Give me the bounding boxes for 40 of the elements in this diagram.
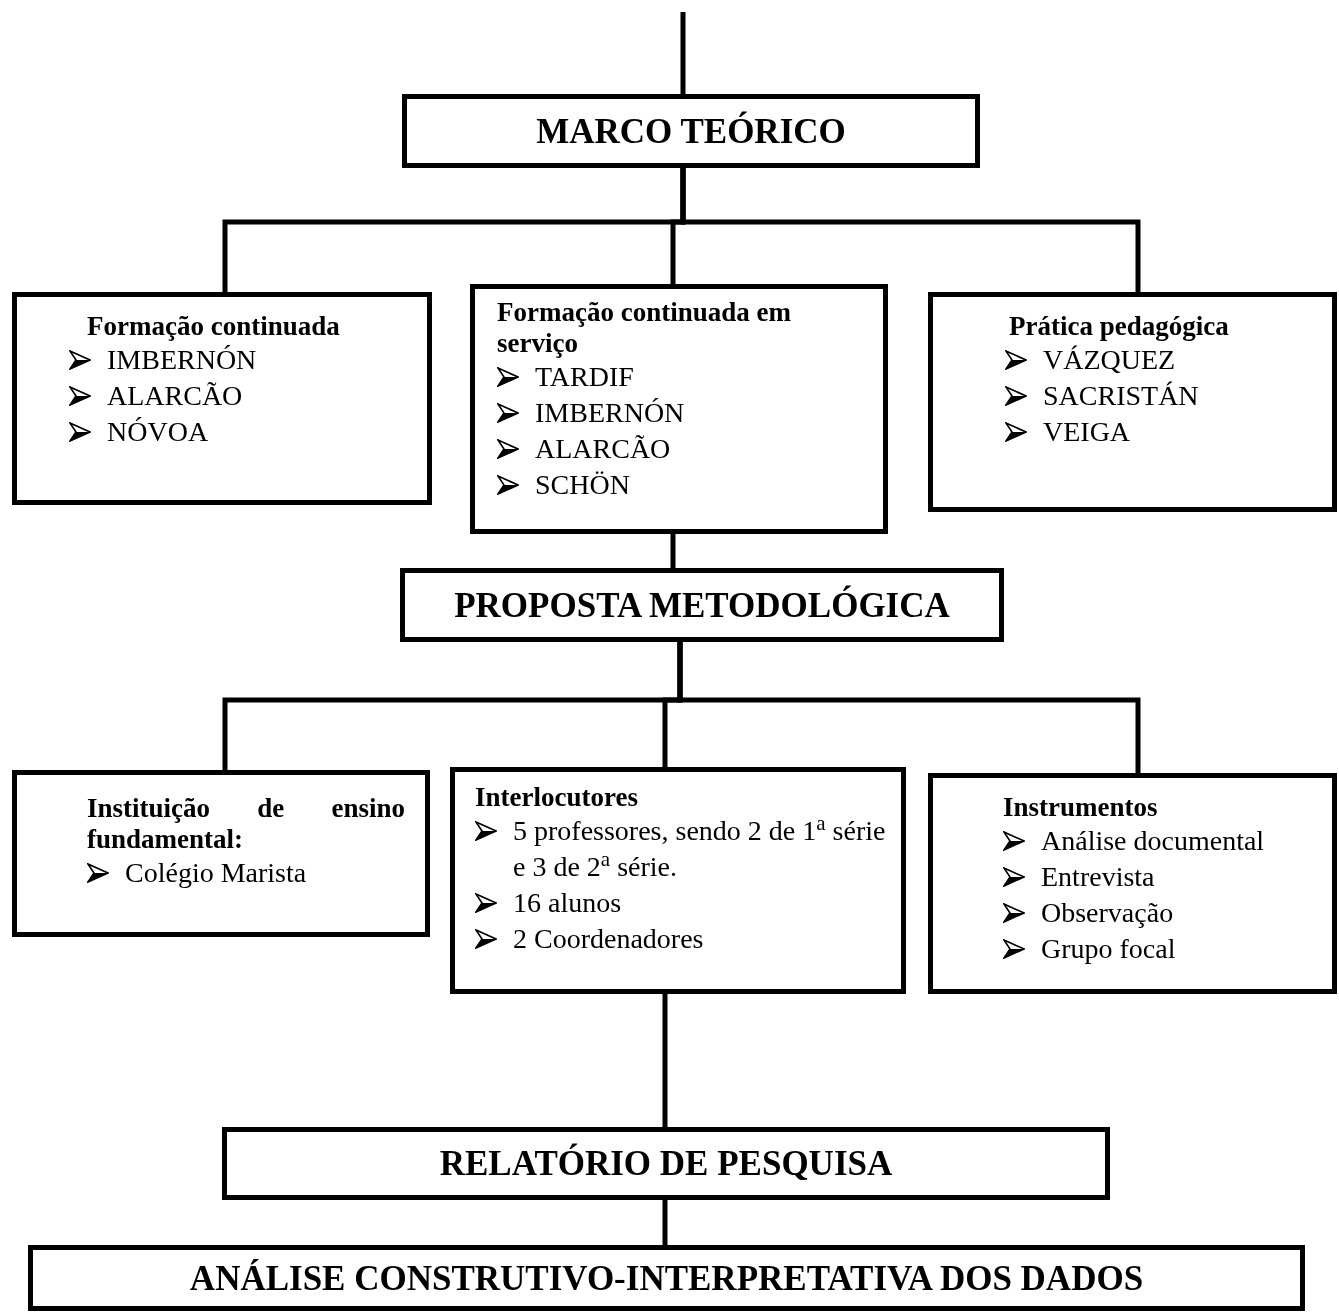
title-box: MARCO TEÓRICO [402, 94, 980, 168]
title-box: PROPOSTA METODOLÓGICA [400, 568, 1004, 642]
list-item: Colégio Marista [125, 856, 307, 890]
box-heading: Prática pedagógica [1008, 310, 1230, 342]
content-box [470, 284, 888, 534]
content-box [12, 292, 432, 505]
list-item: Grupo focal [1041, 932, 1176, 966]
list-item: VÁZQUEZ [1043, 343, 1176, 377]
list-item: IMBERNÓN [535, 396, 685, 430]
connector-line [662, 1200, 668, 1245]
list-item: VEIGA [1043, 415, 1131, 449]
box-heading: Instituição de ensino fundamental: [86, 792, 406, 855]
list-item: ALARCÃO [107, 379, 243, 413]
list-item: IMBERNÓN [107, 343, 257, 377]
box-heading: Formação continuada [86, 310, 341, 342]
connector-line [680, 168, 1141, 292]
content-box [928, 773, 1337, 994]
list-item: NÓVOA [107, 415, 209, 449]
connector-line [677, 642, 1141, 773]
list-item: Análise documental [1041, 824, 1265, 858]
connector-line [662, 994, 668, 1127]
connector-line [680, 12, 686, 94]
connector-line [670, 534, 676, 568]
list-item: Entrevista [1041, 860, 1155, 894]
list-item: ALARCÃO [535, 432, 671, 466]
list-item: 16 alunos [513, 886, 622, 920]
list-item: Observação [1041, 896, 1174, 930]
content-box [450, 767, 906, 994]
list-item: SCHÖN [535, 468, 630, 502]
content-box [12, 770, 430, 937]
box-heading: Interlocutores [474, 781, 639, 813]
list-item: 5 professores, sendo 2 de 1$^{a}$ série e 3 de 2$^{a}$ série. [513, 813, 887, 884]
box-heading: Formação continuada em serviço [496, 296, 792, 359]
list-item: SACRISTÁN [1043, 379, 1199, 413]
box-heading: Instrumentos [1002, 791, 1159, 823]
list-item: 2 Coordenadores [513, 922, 704, 956]
title-box: ANÁLISE CONSTRUTIVO-INTERPRETATIVA DOS DADOS [28, 1245, 1305, 1311]
title-box: RELATÓRIO DE PESQUISA [222, 1127, 1110, 1200]
list-item: TARDIF [535, 360, 634, 394]
content-box [928, 292, 1337, 512]
